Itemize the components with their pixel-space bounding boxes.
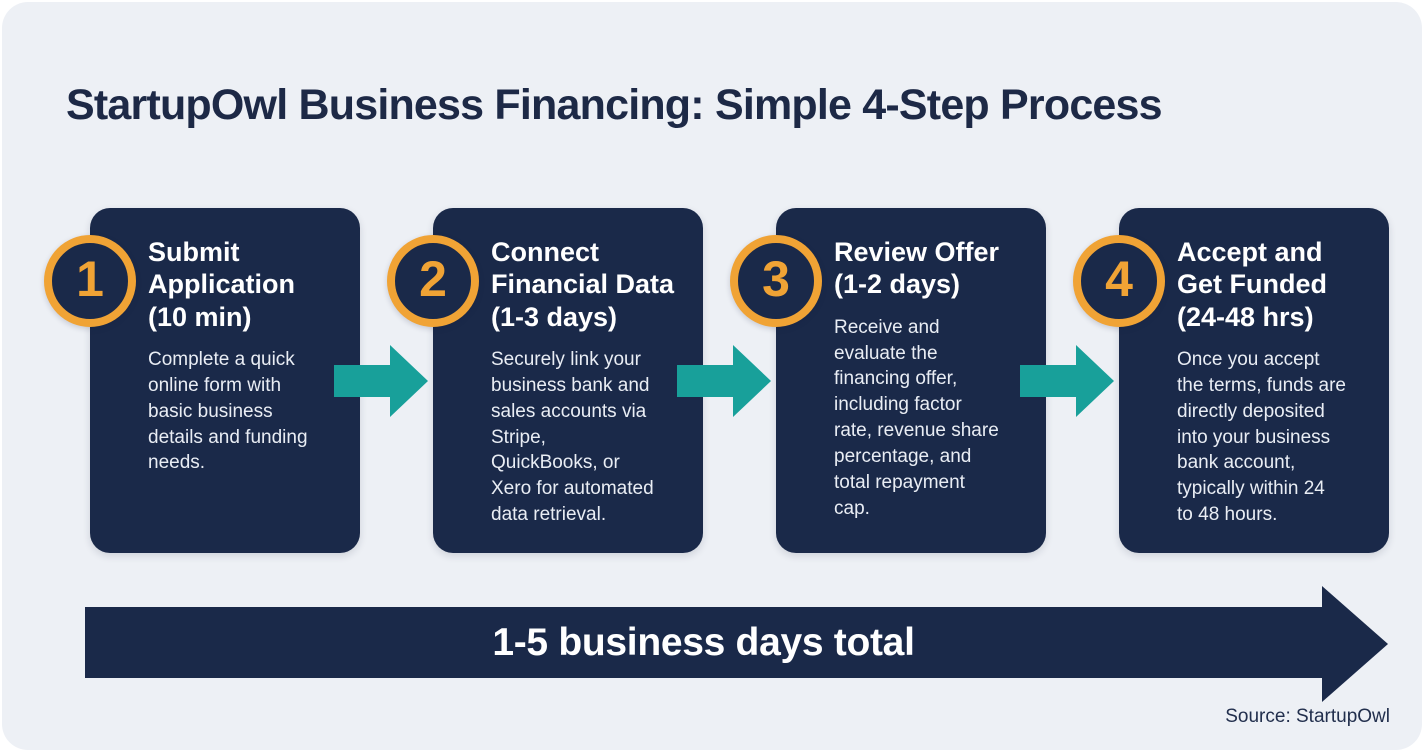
- step-card-3: 3 Review Offer (1-2 days) Receive and ev…: [730, 208, 1046, 553]
- step-3-title: Review Offer (1-2 days): [834, 237, 1000, 300]
- timeline-arrowhead-icon: [1322, 586, 1388, 702]
- step-1-number-badge: 1: [44, 235, 136, 327]
- step-2-number: 2: [419, 251, 447, 307]
- step-1-title: Submit Application (10 min): [148, 237, 295, 332]
- arrow-right-icon: [334, 345, 428, 417]
- step-1-number: 1: [76, 251, 104, 307]
- step-4-description: Once you accept the terms, funds are dir…: [1177, 349, 1346, 526]
- step-3-description: Receive and evaluate the financing offer…: [834, 316, 999, 519]
- arrow-right-icon: [677, 345, 771, 417]
- page-title: StartupOwl Business Financing: Simple 4-…: [66, 80, 1163, 129]
- step-2-title: Connect Financial Data (1-3 days): [491, 237, 675, 332]
- source-attribution: Source: StartupOwl: [1225, 706, 1390, 727]
- step-3-number: 3: [762, 251, 790, 307]
- step-4-number: 4: [1105, 251, 1133, 307]
- step-3-number-badge: 3: [730, 235, 822, 327]
- timeline-arrow: 1-5 business days total: [85, 607, 1322, 678]
- step-1-description: Complete a quick online form with basic …: [148, 349, 308, 474]
- arrow-right-icon: [1020, 345, 1114, 417]
- step-card-4: 4 Accept and Get Funded (24-48 hrs) Once…: [1073, 208, 1389, 553]
- step-4-number-badge: 4: [1073, 235, 1165, 327]
- step-2-number-badge: 2: [387, 235, 479, 327]
- timeline-label: 1-5 business days total: [492, 620, 915, 664]
- step-card-2: 2 Connect Financial Data (1-3 days) Secu…: [387, 208, 703, 553]
- step-2-description: Securely link your business bank and sal…: [491, 349, 654, 526]
- step-4-title: Accept and Get Funded (24-48 hrs): [1177, 237, 1327, 332]
- step-card-1: 1 Submit Application (10 min) Complete a…: [44, 208, 360, 553]
